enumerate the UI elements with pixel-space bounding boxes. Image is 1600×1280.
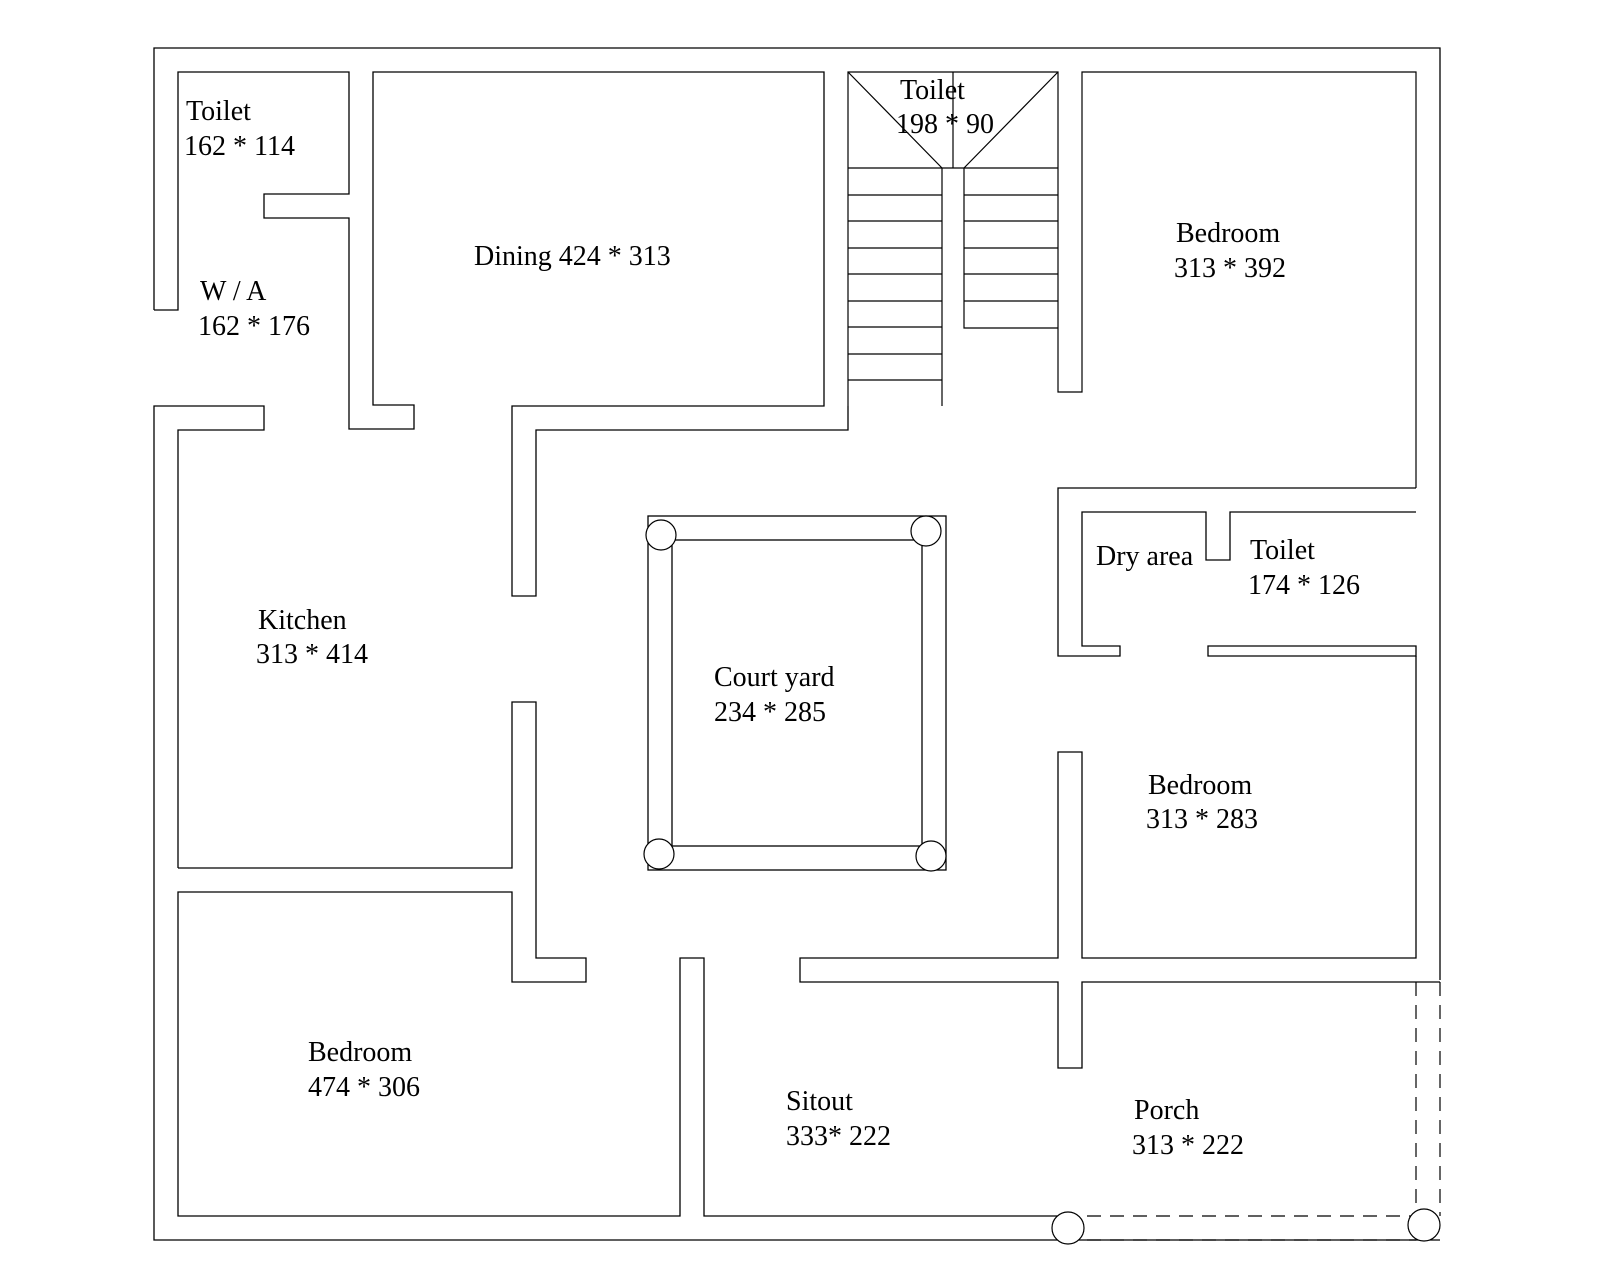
bedroom-sw-dims: 474 * 306 — [308, 1072, 420, 1103]
toilet-e-dims: 174 * 126 — [1248, 570, 1360, 601]
toilet-nw-name: Toilet — [186, 96, 251, 127]
porch-name: Porch — [1134, 1095, 1199, 1126]
courtyard-outer — [647, 515, 947, 871]
courtyard-dims: 234 * 285 — [714, 697, 826, 728]
wa-dims: 162 * 176 — [198, 311, 310, 342]
stair-outline — [847, 71, 1417, 488]
kitchen-name: Kitchen — [258, 605, 347, 636]
toilet-stair-name: Toilet — [900, 75, 965, 106]
column — [1407, 1208, 1441, 1242]
wa-name: W / A — [200, 276, 267, 307]
toilet-wa-walls — [154, 71, 849, 597]
porch-dims: 313 * 222 — [1132, 1130, 1244, 1161]
courtyard — [643, 515, 947, 872]
bedroom-e-dims: 313 * 283 — [1146, 804, 1258, 835]
dining-label: Dining 424 * 313 — [474, 241, 671, 272]
toilet-stair-dims: 198 * 90 — [896, 109, 994, 140]
toilet-e-name: Toilet — [1250, 535, 1315, 566]
bedroom-sw-name: Bedroom — [308, 1037, 412, 1068]
column — [915, 840, 947, 872]
stair-diagonal — [847, 71, 943, 169]
wa-wall — [348, 71, 849, 597]
courtyard-inner — [671, 539, 923, 847]
staircase — [847, 71, 1417, 488]
room-labels: Toilet 162 * 114 W / A 162 * 176 Dining … — [184, 75, 1360, 1161]
sitout-dims: 333* 222 — [786, 1121, 891, 1152]
kitchen-wall — [177, 701, 1064, 1217]
sitout-name: Sitout — [786, 1086, 853, 1117]
outer-wall — [153, 405, 1440, 1241]
bedroom-ne-name: Bedroom — [1176, 218, 1280, 249]
toilet-wall — [1207, 645, 1417, 657]
east-toilet-walls — [799, 487, 1440, 1069]
outer-wall — [153, 47, 1441, 980]
dry-area-name: Dry area — [1096, 541, 1194, 572]
column — [1051, 1211, 1085, 1245]
bedroom-wall — [799, 656, 1440, 1069]
porch-outline — [1051, 982, 1441, 1245]
courtyard-name: Court yard — [714, 662, 835, 693]
toilet-wall — [154, 71, 350, 405]
column — [643, 838, 675, 870]
sw-walls — [177, 701, 1064, 1217]
column — [645, 519, 677, 551]
bedroom-e-name: Bedroom — [1148, 770, 1252, 801]
toilet-nw-dims: 162 * 114 — [184, 131, 295, 162]
outer-walls — [153, 47, 1441, 1241]
bedroom-ne-dims: 313 * 392 — [1174, 253, 1286, 284]
toilet-wall — [1057, 487, 1416, 657]
stair-flight-left — [848, 167, 943, 406]
column — [910, 515, 942, 547]
kitchen-dims: 313 * 414 — [256, 639, 368, 670]
stair-diagonal — [963, 71, 1059, 169]
stair-flight-right — [963, 167, 1058, 329]
